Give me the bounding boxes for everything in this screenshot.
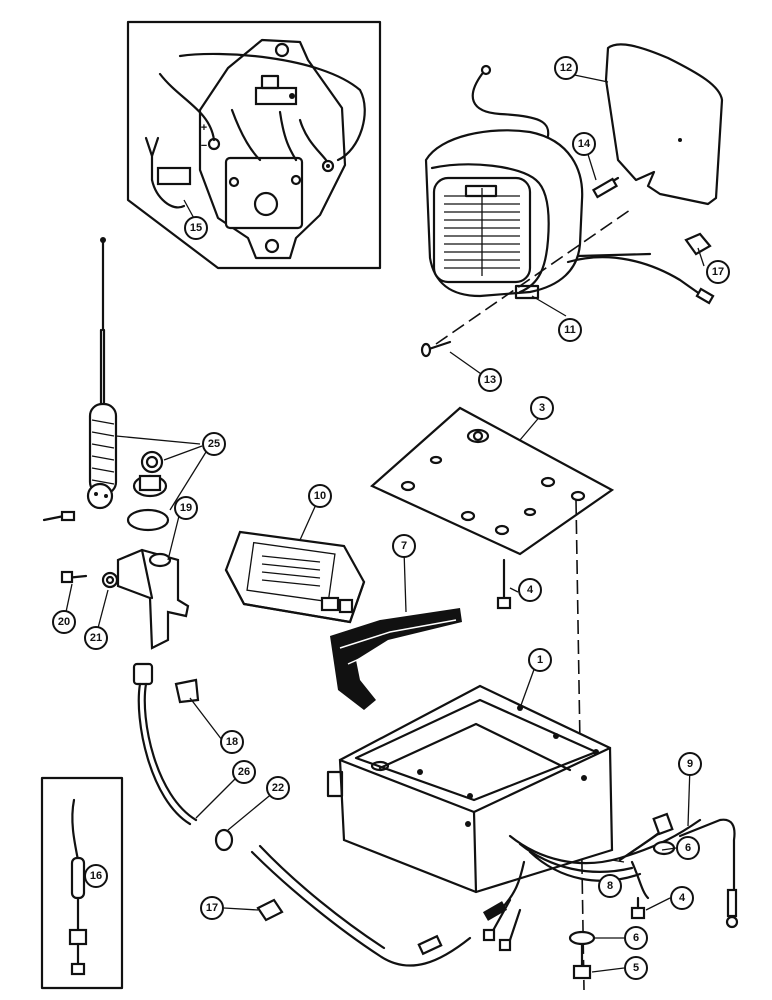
callout-label: 15 bbox=[190, 222, 202, 234]
callout-label: 11 bbox=[564, 324, 576, 336]
plus-symbol: + bbox=[201, 122, 207, 134]
callout-6-lower: 6 bbox=[624, 926, 648, 950]
callout-label: 19 bbox=[180, 502, 192, 514]
inset-fuse bbox=[40, 776, 124, 990]
callout-label: 14 bbox=[578, 138, 591, 150]
callout-4-upper: 4 bbox=[518, 578, 542, 602]
speaker-grille bbox=[444, 188, 520, 276]
callout-label: 8 bbox=[607, 880, 613, 892]
radio-unit bbox=[224, 530, 366, 624]
callout-8: 8 bbox=[598, 874, 622, 898]
callout-1: 1 bbox=[528, 648, 552, 672]
seal-strip bbox=[330, 608, 462, 710]
mounting-plate bbox=[370, 406, 615, 991]
callout-5: 5 bbox=[624, 956, 648, 980]
callout-label: 9 bbox=[687, 758, 693, 770]
callout-12: 12 bbox=[554, 56, 578, 80]
callout-label: 6 bbox=[685, 842, 691, 854]
callout-label: 7 bbox=[401, 540, 407, 552]
callout-15: 15 bbox=[184, 216, 208, 240]
antenna-cable bbox=[132, 662, 472, 967]
callout-label: 12 bbox=[560, 62, 572, 74]
callout-label: 21 bbox=[90, 632, 102, 644]
callout-26: 26 bbox=[232, 760, 256, 784]
callout-14: 14 bbox=[572, 132, 596, 156]
callout-19: 19 bbox=[174, 496, 198, 520]
callout-17-upper: 17 bbox=[706, 260, 730, 284]
callout-label: 5 bbox=[633, 962, 639, 974]
callout-6-upper: 6 bbox=[676, 836, 700, 860]
callout-label: 22 bbox=[272, 782, 284, 794]
speaker-assembly bbox=[420, 43, 724, 358]
callout-label: 6 bbox=[633, 932, 639, 944]
callout-label: 26 bbox=[238, 766, 250, 778]
callout-20: 20 bbox=[52, 610, 76, 634]
callout-label: 10 bbox=[314, 490, 326, 502]
callout-label: 20 bbox=[58, 616, 70, 628]
callout-25: 25 bbox=[202, 432, 226, 456]
callout-18: 18 bbox=[220, 730, 244, 754]
callout-label: 1 bbox=[537, 654, 543, 666]
callout-16: 16 bbox=[84, 864, 108, 888]
radio-box bbox=[326, 684, 739, 980]
callout-13: 13 bbox=[478, 368, 502, 392]
callout-21: 21 bbox=[84, 626, 108, 650]
callout-label: 17 bbox=[712, 266, 724, 278]
radio-label-text bbox=[261, 555, 321, 587]
callout-22: 22 bbox=[266, 776, 290, 800]
callout-label: 17 bbox=[206, 902, 218, 914]
callout-label: 4 bbox=[679, 892, 686, 904]
callout-3: 3 bbox=[530, 396, 554, 420]
antenna-assembly bbox=[42, 237, 207, 532]
leader-lines bbox=[65, 71, 705, 973]
callout-9: 9 bbox=[678, 752, 702, 776]
callout-label: 25 bbox=[208, 438, 220, 450]
callout-7: 7 bbox=[392, 534, 416, 558]
callout-label: 4 bbox=[527, 584, 534, 596]
inset-regulator: + − bbox=[126, 20, 382, 270]
callout-label: 3 bbox=[539, 402, 545, 414]
callout-17-lower: 17 bbox=[200, 896, 224, 920]
callout-label: 13 bbox=[484, 374, 496, 386]
callout-4-lower: 4 bbox=[670, 886, 694, 910]
callout-label: 18 bbox=[226, 736, 238, 748]
minus-symbol: − bbox=[201, 140, 207, 152]
callout-label: 16 bbox=[90, 870, 102, 882]
callout-11: 11 bbox=[558, 318, 582, 342]
antenna-bracket bbox=[60, 548, 190, 650]
callout-10: 10 bbox=[308, 484, 332, 508]
